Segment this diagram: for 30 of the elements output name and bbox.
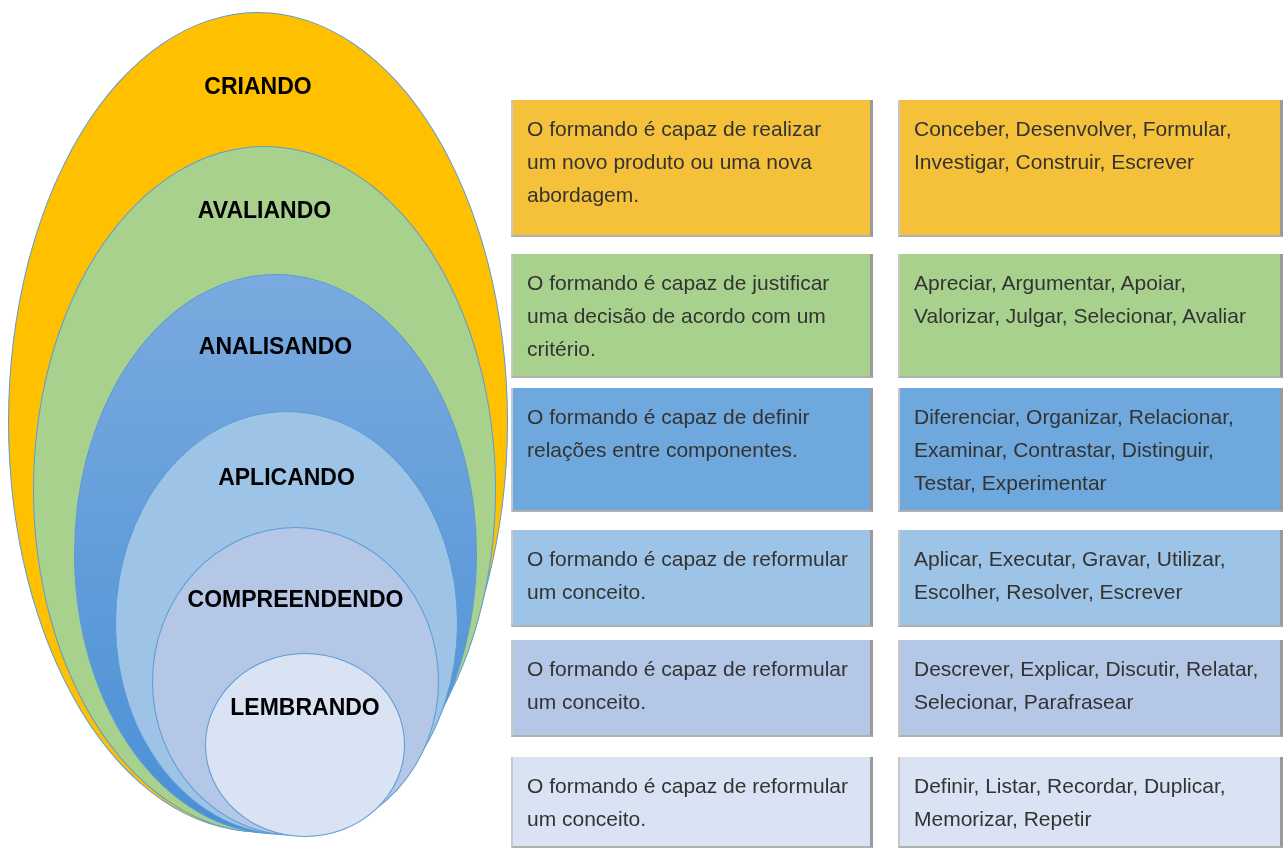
verbs-card: [898, 757, 1283, 848]
verbs-card: [898, 254, 1283, 378]
level-title: APLICANDO: [217, 464, 356, 491]
description-text: O formando é capaz de realizar um novo produto ou uma nova abordagem.: [527, 116, 823, 208]
description-text: O formando é capaz de reformular um conceito.: [527, 656, 849, 715]
verbs-card: [898, 530, 1283, 627]
level-title: AVALIANDO: [196, 197, 333, 224]
description-card: [511, 530, 873, 627]
description-text: O formando é capaz de reformular um conceito.: [527, 546, 849, 605]
description-text: O formando é capaz de reformular um conceito.: [527, 773, 849, 832]
level-title: COMPREENDENDO: [186, 586, 405, 613]
description-card: [511, 640, 873, 737]
verbs-card: [898, 388, 1283, 512]
description-text: O formando é capaz de definir relações entre componentes.: [527, 404, 811, 463]
verbs-card: [898, 640, 1283, 737]
description-card: [511, 757, 873, 848]
verbs-text: Apreciar, Argumentar, Apoiar, Valorizar, Julgar, Selecionar, Avaliar: [914, 270, 1247, 329]
level-title: CRIANDO: [203, 73, 313, 100]
level-title: ANALISANDO: [197, 333, 354, 360]
verbs-text: Aplicar, Executar, Gravar, Utilizar, Escolher, Resolver, Escrever: [914, 546, 1227, 605]
description-card: [511, 254, 873, 378]
level-title: LEMBRANDO: [229, 694, 381, 721]
description-card: [511, 388, 873, 512]
verbs-text: Descrever, Explicar, Discutir, Relatar, Selecionar, Parafrasear: [914, 656, 1260, 715]
verbs-card: [898, 100, 1283, 237]
description-text: O formando é capaz de justificar uma decisão de acordo com um critério.: [527, 270, 831, 362]
verbs-text: Definir, Listar, Recordar, Duplicar, Memorizar, Repetir: [914, 773, 1227, 832]
description-card: [511, 100, 873, 237]
verbs-text: Diferenciar, Organizar, Relacionar, Examinar, Contrastar, Distinguir, Testar, Experimentar: [914, 404, 1235, 496]
verbs-text: Conceber, Desenvolver, Formular, Investigar, Construir, Escrever: [914, 116, 1233, 175]
